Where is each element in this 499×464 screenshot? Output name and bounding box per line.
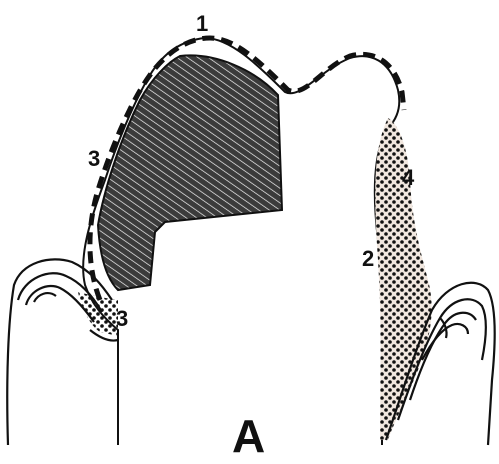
label-1: 1 bbox=[196, 11, 208, 36]
label-2: 2 bbox=[362, 246, 374, 271]
label-4: 4 bbox=[402, 165, 415, 190]
label-3-upper: 3 bbox=[88, 146, 100, 171]
label-3-lower: 3 bbox=[116, 306, 128, 331]
gingiva-left bbox=[7, 259, 118, 445]
figure-label: A bbox=[232, 410, 265, 459]
